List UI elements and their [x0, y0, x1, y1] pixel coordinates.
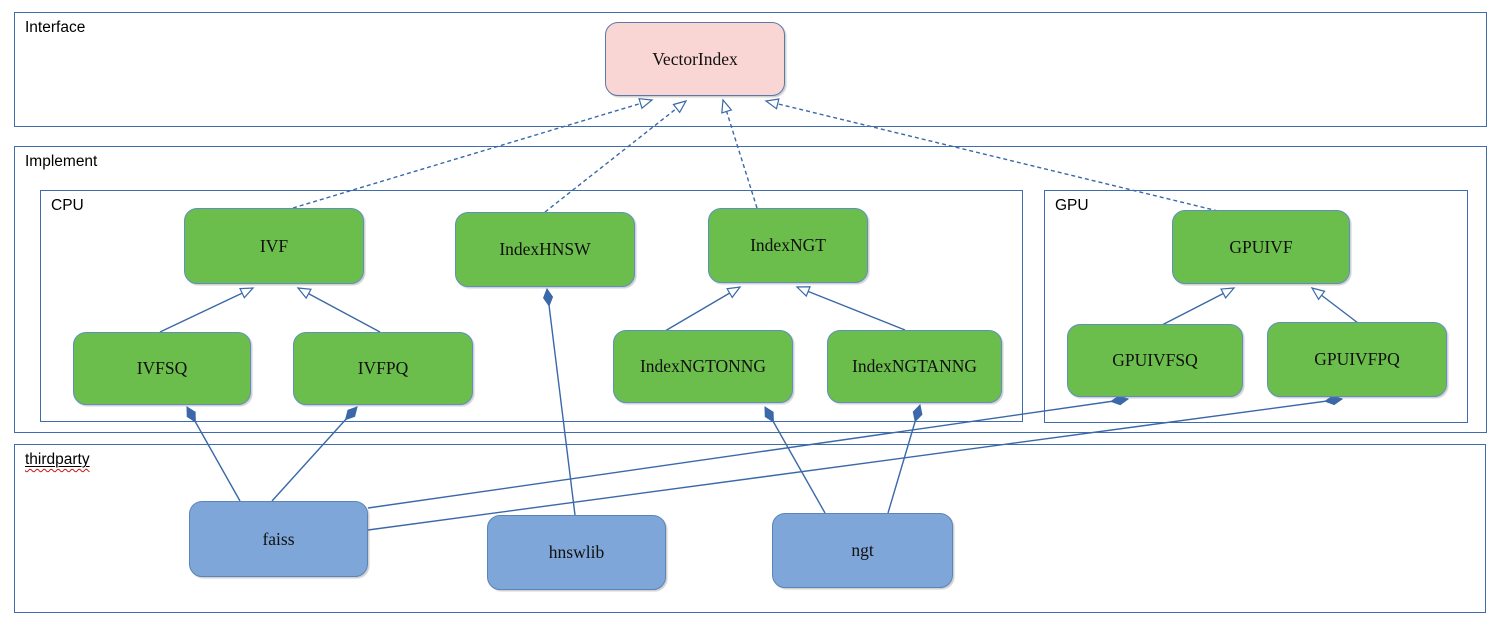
container-label-implement: Implement — [25, 153, 97, 171]
edge-composition-faiss-gpuivfsq — [367, 399, 1128, 509]
edge-generalization-indexngtanng-indexngt — [795, 286, 906, 331]
edge-composition-faiss-ivfsq — [186, 407, 241, 502]
node-ngt[interactable]: ngt — [772, 513, 953, 588]
edge-realization-gpuivf-vectorindex — [764, 98, 1219, 212]
node-faiss[interactable]: faiss — [189, 501, 368, 577]
node-label-ivfpq: IVFPQ — [357, 358, 409, 378]
node-vectorindex[interactable]: VectorIndex — [605, 22, 785, 96]
container-gpu[interactable]: GPU — [1044, 190, 1468, 423]
container-thirdparty[interactable]: thirdparty — [14, 444, 1486, 613]
node-label-ngt: ngt — [851, 540, 874, 560]
container-label-thirdparty: thirdparty — [25, 451, 90, 469]
edge-composition-faiss-ivfpq — [271, 407, 357, 502]
node-label-ivf: IVF — [259, 235, 289, 256]
container-label-gpu: GPU — [1055, 197, 1089, 215]
edge-composition-hnswlib-indexhnsw — [547, 289, 576, 516]
node-label-hnswlib: hnswlib — [548, 542, 605, 562]
edge-generalization-gpuivfpq-gpuivf — [1310, 287, 1359, 324]
edge-generalization-ivfpq-ivf — [296, 287, 381, 333]
node-hnswlib[interactable]: hnswlib — [487, 515, 666, 590]
container-label-text-gpu: GPU — [1055, 197, 1089, 214]
edge-realization-ivf-vectorindex — [292, 97, 654, 209]
node-gpuivfsq[interactable]: GPUIVFSQ — [1067, 324, 1243, 397]
edge-generalization-indexngtonng-indexngt — [664, 286, 742, 332]
edge-realization-indexngt-vectorindex — [721, 98, 758, 209]
container-label-text-cpu: CPU — [51, 197, 84, 214]
edge-composition-ngt-indexngtanng — [887, 405, 920, 514]
node-ivfsq[interactable]: IVFSQ — [73, 332, 251, 405]
edge-generalization-gpuivfsq-gpuivf — [1161, 287, 1236, 326]
edge-realization-indexhnsw-vectorindex — [544, 100, 688, 213]
container-interface[interactable]: Interface — [14, 12, 1487, 127]
container-label-text-thirdparty: thirdparty — [25, 451, 90, 468]
node-ivfpq[interactable]: IVFPQ — [293, 332, 473, 405]
node-label-gpuivf: GPUIVF — [1229, 236, 1293, 257]
node-label-indexhnsw: IndexHNSW — [499, 239, 591, 259]
container-label-text-implement: Implement — [25, 153, 98, 170]
container-label-cpu: CPU — [51, 197, 84, 215]
node-label-indexngtanng: IndexNGTANNG — [852, 356, 977, 376]
node-label-indexngtonng: IndexNGTONNG — [639, 356, 767, 376]
container-label-interface: Interface — [25, 19, 85, 37]
node-label-gpuivfpq: GPUIVFPQ — [1314, 349, 1400, 369]
container-cpu[interactable]: CPU — [40, 190, 1023, 422]
node-indexngtonng[interactable]: IndexNGTONNG — [613, 330, 793, 403]
node-label-faiss: faiss — [262, 528, 295, 549]
node-label-indexngt: IndexNGT — [750, 235, 826, 255]
node-gpuivf[interactable]: GPUIVF — [1172, 210, 1350, 284]
node-indexngt[interactable]: IndexNGT — [708, 208, 868, 283]
edge-generalization-ivfsq-ivf — [159, 287, 255, 333]
node-indexhnsw[interactable]: IndexHNSW — [455, 212, 635, 287]
edge-composition-ngt-indexngtonng — [764, 407, 826, 514]
node-indexngtanng[interactable]: IndexNGTANNG — [827, 330, 1002, 403]
container-label-text-interface: Interface — [25, 19, 86, 36]
node-gpuivfpq[interactable]: GPUIVFPQ — [1267, 322, 1447, 397]
node-ivf[interactable]: IVF — [184, 208, 364, 284]
edge-composition-faiss-gpuivfpq — [367, 399, 1342, 531]
node-label-ivfsq: IVFSQ — [136, 358, 188, 378]
container-implement[interactable]: Implement — [14, 146, 1487, 433]
node-label-vectorindex: VectorIndex — [652, 48, 738, 69]
node-label-gpuivfsq: GPUIVFSQ — [1112, 350, 1198, 370]
